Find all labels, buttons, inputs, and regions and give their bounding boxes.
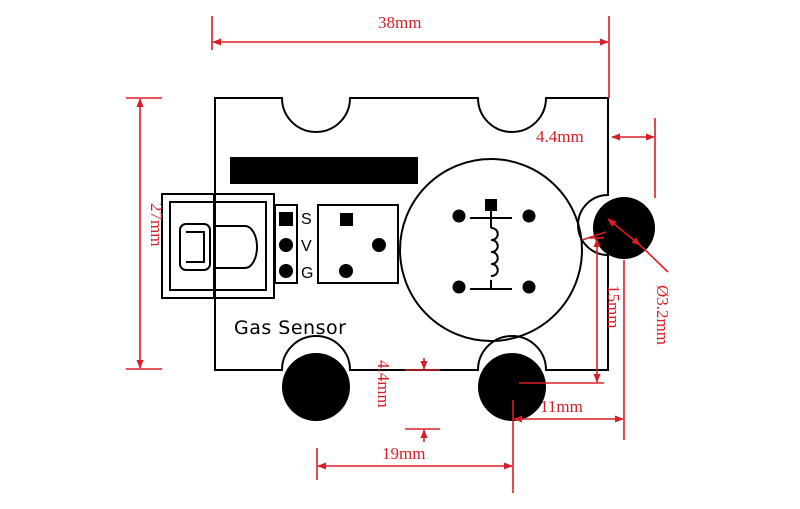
pin-label-v: V xyxy=(301,238,312,255)
pin-label-g: G xyxy=(301,265,313,282)
header-pins: S V G xyxy=(274,204,313,284)
gas-sensor-element xyxy=(399,158,583,342)
dim-notch-offset-label: 4.4mm xyxy=(536,127,584,146)
mounting-hole-bottom-left xyxy=(282,353,350,421)
dim-height: 27mm xyxy=(126,97,166,370)
pin-v-pad xyxy=(279,238,293,252)
dim-hole-diameter: Ø3.2mm xyxy=(581,218,672,345)
dim-notch-offset: 4.4mm xyxy=(536,118,656,198)
pin-label-s: S xyxy=(301,211,312,228)
dim-hole-spacing-label: 11mm xyxy=(540,397,583,416)
dimensions: 38mm 27mm 4.4mm Ø3.2mm 15mm xyxy=(126,13,672,493)
pin-g-pad xyxy=(279,264,293,278)
board: S V G Gas Sensor xyxy=(161,97,655,421)
connector xyxy=(161,193,275,299)
dim-hole-diameter-label: Ø3.2mm xyxy=(653,285,672,345)
pin-s-pad xyxy=(279,212,293,226)
dim-hole-vertical: 15mm xyxy=(519,237,623,384)
dim-bottom-offset-label: 4.4mm xyxy=(374,360,393,408)
dim-width: 38mm xyxy=(211,13,610,98)
dim-bottom-offset: 4.4mm xyxy=(374,358,440,442)
board-label: Gas Sensor xyxy=(234,317,346,339)
dim-bottom-hole-distance: 19mm xyxy=(316,444,513,480)
mounting-hole-bottom-right xyxy=(478,353,546,421)
board-outline xyxy=(214,97,609,371)
dim-height-label: 27mm xyxy=(147,203,166,246)
dim-width-label: 38mm xyxy=(378,13,421,32)
dim-hole-spacing: 11mm xyxy=(512,260,625,493)
silkscreen-bar xyxy=(230,157,418,184)
dim-bottom-hole-distance-label: 19mm xyxy=(382,444,425,463)
potentiometer xyxy=(317,204,399,284)
dim-hole-vertical-label: 15mm xyxy=(604,285,623,328)
